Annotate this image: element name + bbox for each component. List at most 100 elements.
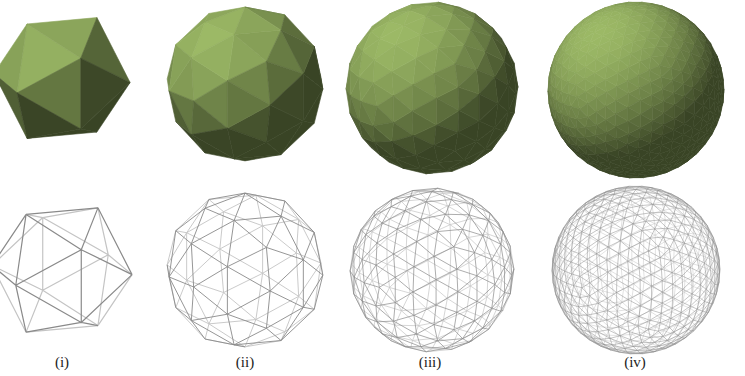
- shaded-face: [576, 67, 585, 79]
- shaded-face: [717, 56, 721, 68]
- shaded-face: [508, 85, 516, 112]
- shaded-face: [609, 40, 622, 52]
- shaded-face: [454, 6, 475, 13]
- shaded-face: [555, 120, 562, 133]
- shaded-face: [582, 14, 592, 22]
- shaded-face: [555, 120, 562, 133]
- shaded-face: [627, 23, 640, 32]
- wireframe-back-edges: [350, 188, 514, 352]
- shaded-face: [556, 101, 562, 114]
- shaded-face: [649, 70, 661, 82]
- shaded-face: [684, 154, 695, 162]
- shaded-face: [593, 9, 604, 15]
- shaded-face: [227, 81, 270, 129]
- shaded-face: [689, 24, 699, 33]
- shaded-face: [652, 121, 664, 132]
- shaded-face: [719, 91, 722, 105]
- wireframe-back-edges: [167, 193, 323, 347]
- shaded-face: [606, 92, 616, 106]
- shaded-face: [698, 29, 706, 38]
- shaded-face: [585, 53, 596, 67]
- shaded-face: [695, 144, 705, 154]
- shaded-face: [654, 172, 667, 176]
- shaded-face: [627, 134, 639, 144]
- panel-label: (i): [55, 354, 69, 371]
- shaded-face: [703, 96, 709, 110]
- shaded-face: [662, 6, 673, 10]
- shaded-face: [673, 80, 684, 93]
- shaded-face: [568, 116, 576, 128]
- shaded-face: [585, 79, 595, 92]
- shaded-face: [652, 95, 664, 107]
- shaded-face: [514, 63, 518, 87]
- shaded-face: [416, 145, 438, 162]
- shaded-face: [434, 74, 458, 98]
- shaded-face: [595, 79, 606, 92]
- shaded-face: [627, 81, 639, 94]
- shaded-face: [577, 117, 587, 127]
- shaded-face: [464, 45, 485, 69]
- shaded-face: [410, 5, 432, 11]
- shaded-face: [674, 105, 684, 119]
- shaded-face: [663, 93, 674, 105]
- shaded-face: [695, 101, 704, 115]
- shaded-face: [568, 82, 576, 95]
- shaded-face: [646, 166, 660, 171]
- shaded-face: [569, 147, 578, 156]
- shaded-face: [485, 131, 504, 150]
- shaded-face: [663, 130, 674, 141]
- shaded-face: [633, 9, 647, 15]
- shaded-face: [390, 5, 412, 14]
- shaded-face: [416, 48, 438, 74]
- shaded-face: [685, 17, 695, 24]
- shaded-face: [676, 161, 687, 168]
- shaded-face: [703, 83, 710, 97]
- shaded-face: [577, 27, 587, 36]
- shaded-face: [715, 91, 719, 105]
- shaded-face: [723, 80, 725, 92]
- shaded-face: [569, 35, 578, 45]
- shaded-face: [585, 145, 596, 155]
- shaded-face: [646, 38, 660, 47]
- shaded-face: [475, 14, 493, 29]
- shaded-face: [551, 75, 556, 88]
- shaded-face: [373, 71, 393, 95]
- shaded-face: [652, 107, 663, 121]
- shaded-face: [703, 33, 710, 43]
- shaded-face: [654, 21, 667, 29]
- shaded-face: [618, 67, 629, 81]
- shaded-face: [684, 33, 695, 44]
- shaded-face: [683, 75, 693, 88]
- shaded-face: [561, 82, 568, 95]
- shaded-face: [593, 9, 604, 15]
- wireframe-back-edges: [0, 208, 132, 332]
- shaded-face: [663, 80, 674, 93]
- shaded-face: [683, 128, 693, 138]
- shaded-face: [616, 121, 629, 134]
- shaded-face: [628, 107, 641, 121]
- shaded-face: [713, 115, 718, 125]
- wireframe-front-edges: [552, 186, 720, 354]
- shaded-face: [606, 120, 616, 133]
- shaded-face: [640, 152, 651, 161]
- shaded-face: [373, 122, 393, 141]
- shaded-face: [359, 101, 374, 125]
- shaded-face: [629, 154, 640, 163]
- shaded-face: [639, 82, 651, 95]
- shaded-face: [701, 134, 710, 144]
- shaded-face: [649, 143, 661, 152]
- shaded-face: [576, 138, 585, 146]
- shaded-face: [438, 2, 460, 7]
- shaded-face: [350, 51, 363, 77]
- wireframe-front-edges: [350, 188, 514, 352]
- shaded-face: [81, 58, 130, 129]
- shaded-face: [627, 174, 640, 177]
- shaded-face: [585, 127, 595, 137]
- shaded-face: [695, 24, 704, 33]
- shaded-face: [663, 168, 675, 173]
- shaded-face: [618, 144, 629, 154]
- shaded-face: [17, 93, 81, 139]
- shaded-face: [615, 21, 626, 30]
- shaded-face: [605, 142, 618, 152]
